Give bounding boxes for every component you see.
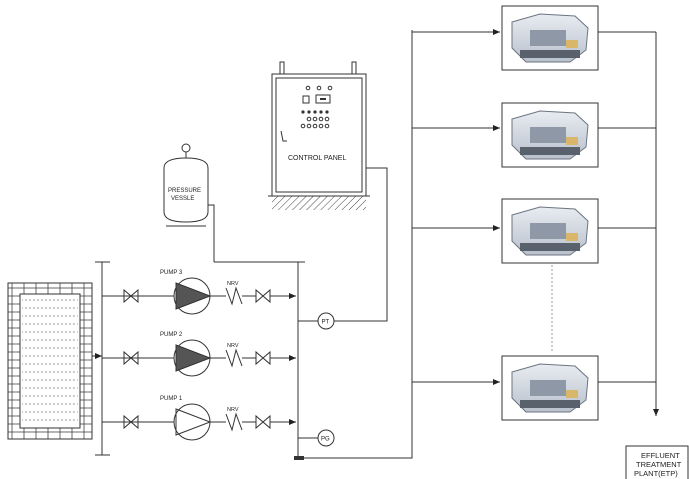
pressure-vessel-label-2: VESSLE [171,196,194,202]
etp-box: EFFLUENT TREATMENT PLANT(ETP) [625,445,689,479]
pump3-label: PUMP 3 [160,270,183,276]
nrv1-label: NRV [227,407,239,413]
machine-4 [501,355,599,421]
pump-line-1 [102,403,296,441]
etp-label-1: EFFLUENT [641,451,680,460]
machine-1 [501,5,599,71]
pressure-transmitter: PT [317,312,335,330]
pressure-vessel-label-1: PRESSURE [168,188,201,194]
outlet-line [598,31,659,416]
machine-3 [501,198,599,264]
etp-label-3: PLANT(ETP) [634,469,678,478]
pressure-vessel: PRESSURE VESSLE [163,143,215,262]
pump2-label: PUMP 2 [160,332,183,338]
pump-line-3 [102,277,296,315]
pump-line-2 [102,339,296,377]
machine-2 [501,102,599,168]
pg-label: PG [321,437,330,443]
control-panel: CONTROL PANEL [268,61,388,322]
delivery-header [214,261,318,460]
control-panel-label: CONTROL PANEL [288,155,346,162]
water-tank [7,282,93,440]
nrv3-label: NRV [227,281,239,287]
pressure-gauge: PG [317,429,335,447]
pt-label: PT [322,320,330,326]
etp-label-2: TREATMENT [636,460,682,469]
nrv2-label: NRV [227,343,239,349]
pump1-label: PUMP 1 [160,396,183,402]
distribution-line [304,29,500,459]
